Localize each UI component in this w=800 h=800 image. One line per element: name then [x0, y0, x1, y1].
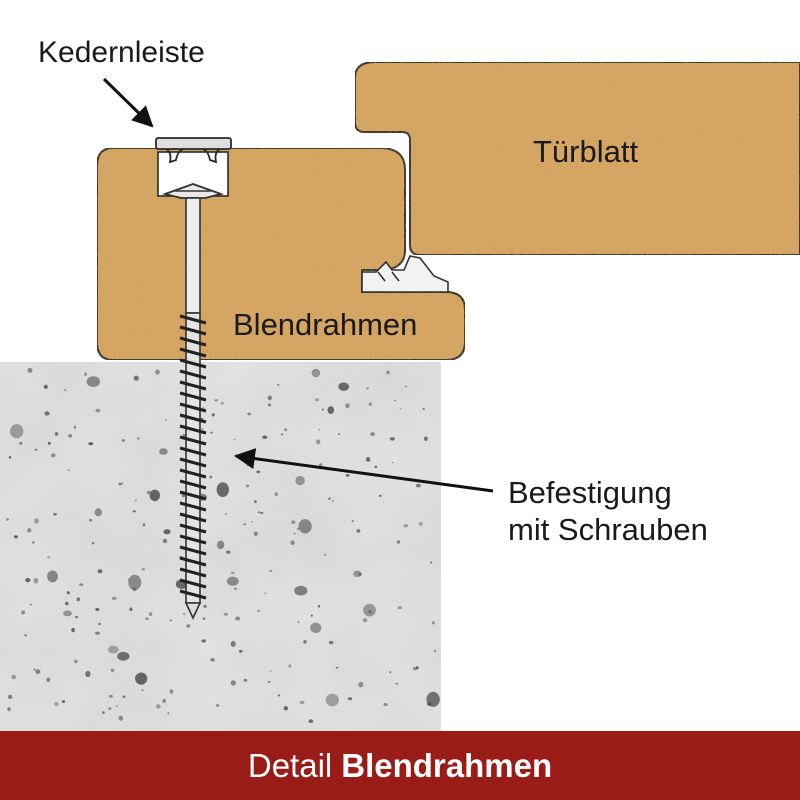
kedernleiste-label: Kedernleiste — [38, 36, 205, 69]
screw-tip — [184, 602, 202, 620]
concrete-pores — [6, 367, 440, 724]
concrete-wall — [0, 362, 441, 731]
blendrahmen-label: Blendrahmen — [233, 307, 417, 342]
screw-thread — [179, 314, 207, 600]
befestigung-label-line2: mit Schrauben — [508, 512, 708, 547]
befestigung-label-line1: Befestigung — [508, 475, 672, 510]
kedernleiste — [155, 137, 232, 164]
screw-shank — [185, 197, 201, 314]
rebate-seal — [361, 255, 449, 293]
tuerblatt-label: Türblatt — [533, 134, 638, 169]
screw — [161, 183, 225, 620]
footer-banner: Detail Blendrahmen — [0, 731, 800, 800]
tuerblatt-profile — [354, 61, 800, 256]
kedernleiste-arrow — [102, 77, 154, 128]
footer-title: Blendrahmen — [341, 746, 553, 784]
befestigung-arrow — [233, 448, 494, 493]
footer-prefix: Detail — [247, 746, 333, 784]
